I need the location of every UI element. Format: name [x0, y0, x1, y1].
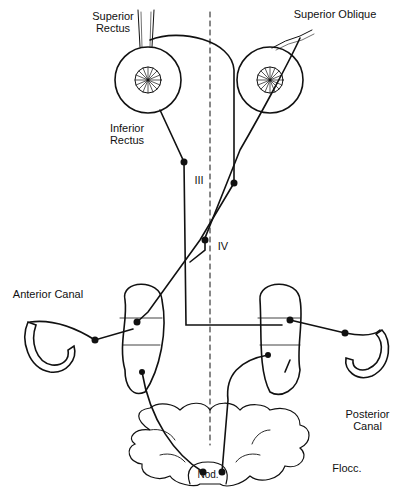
canal-label: Posterior Canal — [330, 408, 405, 432]
vestibular-nucleus — [122, 284, 164, 393]
neuron-path — [190, 38, 300, 262]
neuron-path — [30, 321, 133, 340]
muscle-label: Superior Oblique — [290, 8, 380, 20]
nodulus-outline — [188, 462, 227, 484]
cerebellum-outline — [129, 403, 309, 486]
canal-label: Anterior Canal — [8, 288, 88, 300]
neuron-path — [290, 320, 380, 335]
region-label: Flocc. — [322, 462, 372, 474]
neuron-path — [160, 110, 282, 325]
neuron-path — [142, 372, 203, 472]
vestibular-nucleus — [260, 284, 301, 394]
neuron-path — [150, 35, 234, 183]
muscle-label: Superior Rectus — [78, 10, 148, 34]
right-eye — [237, 30, 314, 113]
neuron-path — [222, 355, 268, 472]
region-label: Nod. — [190, 469, 226, 481]
neuron-path — [285, 360, 290, 372]
nucleus-label: IV — [212, 240, 234, 252]
semicircular-canal — [346, 330, 389, 378]
nucleus-label: III — [188, 174, 210, 186]
midline — [210, 12, 211, 445]
semicircular-canal — [25, 322, 75, 372]
muscle-label: Inferior Rectus — [96, 122, 158, 146]
synapse-dots — [92, 159, 349, 476]
